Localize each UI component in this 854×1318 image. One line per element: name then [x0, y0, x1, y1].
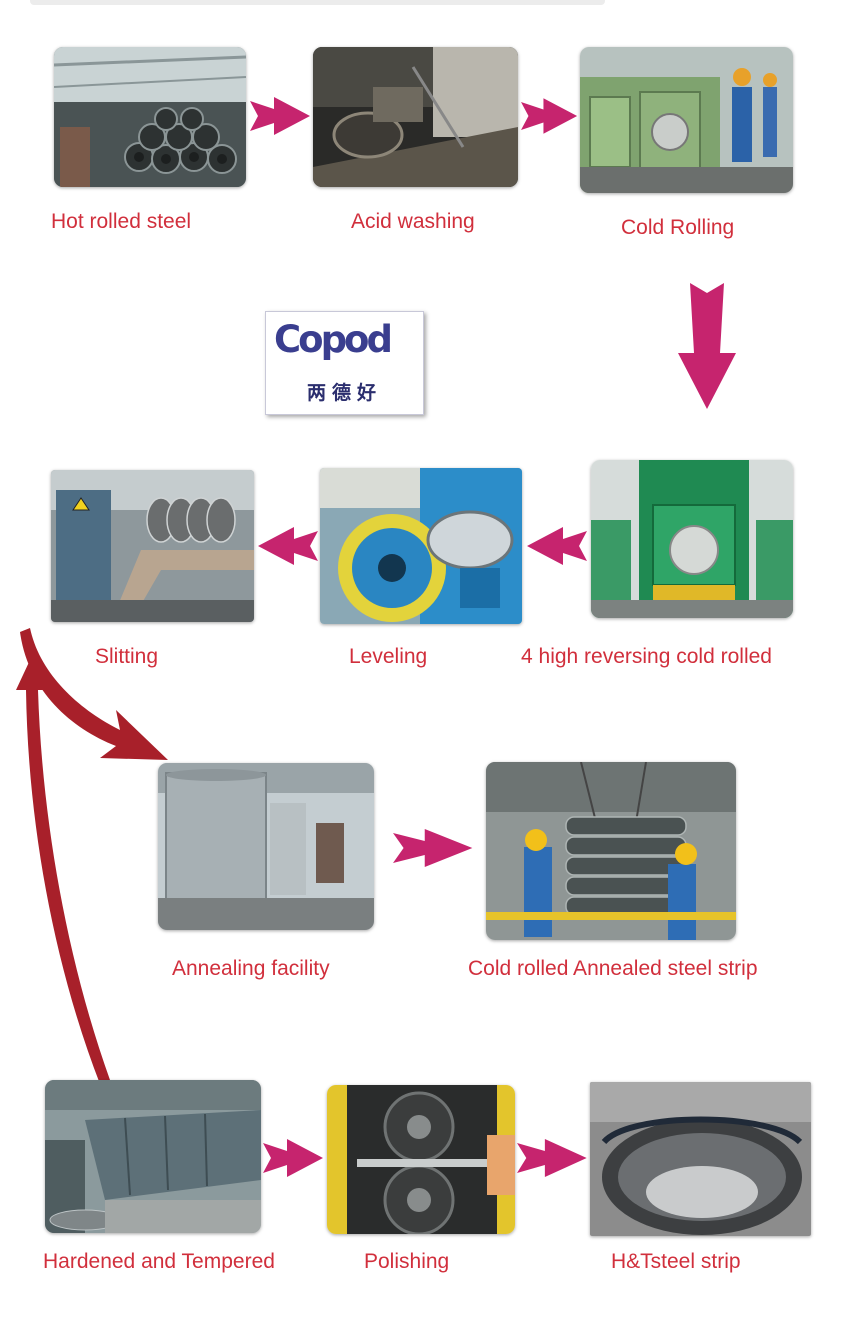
photo-slitting	[51, 470, 254, 622]
label-polishing: Polishing	[364, 1250, 450, 1273]
arrow-right-1	[250, 95, 312, 137]
label-leveling: Leveling	[349, 645, 428, 668]
arrow-down	[676, 283, 738, 410]
arrow-right-5	[517, 1137, 589, 1179]
photo-acid-washing	[313, 47, 518, 187]
label-ht-steel-strip: H&Tsteel strip	[611, 1250, 741, 1273]
photo-hot-rolled-steel	[54, 47, 246, 187]
arrow-right-2	[521, 95, 579, 137]
label-cold-rolled-annealed: Cold rolled Annealed steel strip	[468, 957, 758, 980]
photo-hardened-tempered	[45, 1080, 261, 1233]
label-hardened-tempered: Hardened and Tempered	[43, 1250, 275, 1273]
logo-chinese-name: 两德好	[306, 382, 382, 404]
label-cold-rolling: Cold Rolling	[621, 216, 735, 239]
photo-annealing-facility	[158, 763, 374, 930]
photo-polishing	[327, 1085, 515, 1234]
photo-4-high-reversing	[591, 460, 793, 618]
photo-cold-rolled-annealed	[486, 762, 736, 940]
photo-cold-rolling	[580, 47, 793, 193]
arrow-right-4	[262, 1137, 326, 1179]
label-hot-rolled-steel: Hot rolled steel	[51, 210, 192, 233]
arrow-right-3	[393, 827, 475, 869]
arrow-curved-to-annealing	[20, 620, 170, 770]
label-annealing-facility: Annealing facility	[172, 957, 330, 980]
company-logo: Copod 两德好	[265, 311, 424, 415]
label-slitting: Slitting	[95, 645, 159, 668]
label-acid-washing: Acid washing	[351, 210, 475, 233]
label-4-high-reversing: 4 high reversing cold rolled	[521, 645, 772, 668]
photo-ht-steel-strip	[590, 1082, 811, 1236]
photo-leveling	[320, 468, 522, 624]
arrow-left-2	[256, 525, 318, 567]
top-divider	[30, 0, 605, 5]
logo-word: Copod	[274, 318, 393, 361]
arrow-curved-up	[12, 660, 112, 1085]
arrow-left-1	[523, 525, 589, 567]
